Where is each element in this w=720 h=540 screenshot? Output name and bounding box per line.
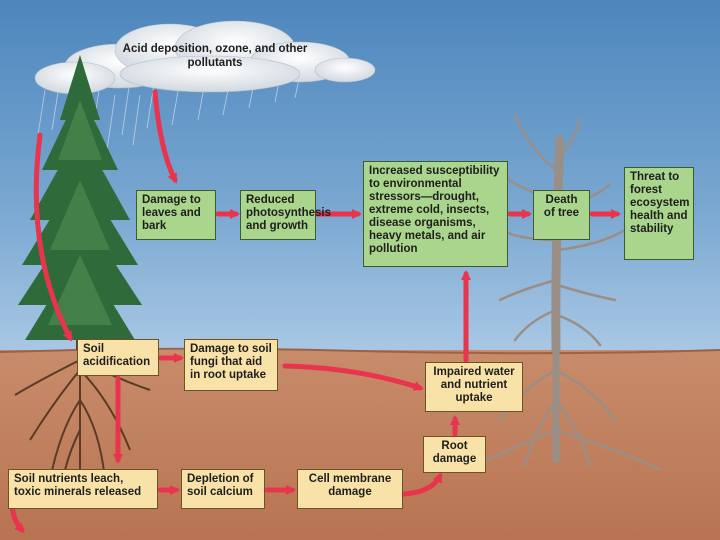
box-soil-nutrients-leach: Soil nutrients leach, toxic minerals rel… (8, 469, 158, 509)
arrow-cloud-to-soil (33, 132, 73, 342)
box-depletion-of-calcium: Depletion of soil calcium (181, 469, 265, 509)
soil-background (0, 350, 720, 540)
healthy-tree (14, 55, 151, 481)
cloud-label: Acid deposition, ozone, and other pollut… (122, 43, 308, 69)
box-root-damage: Root damage (423, 436, 486, 473)
arrow-cloud-to-leaves (152, 89, 178, 184)
box-death-of-tree: Death of tree (533, 190, 590, 240)
box-soil-acidification: Soil acidification (77, 339, 159, 376)
dead-tree (468, 113, 662, 472)
arrow-membrane-to-root (401, 472, 443, 497)
box-threat-to-forest: Threat to forest ecosystem health and st… (624, 167, 694, 260)
box-reduced-photosynthesis: Reduced photosynthesis and growth (240, 190, 331, 240)
box-damage-to-soil-fungi: Damage to soil fungi that aid in root up… (184, 339, 278, 391)
box-impaired-water: Impaired water and nutrient uptake (425, 362, 523, 412)
box-increased-susceptibility: Increased susceptibility to environmenta… (363, 161, 508, 267)
flow-arrows (9, 89, 621, 533)
arrow-fungi-to-impaired (282, 363, 424, 391)
box-cell-membrane-damage: Cell membrane damage (297, 469, 403, 509)
box-damage-to-leaves: Damage to leaves and bark (136, 190, 216, 240)
